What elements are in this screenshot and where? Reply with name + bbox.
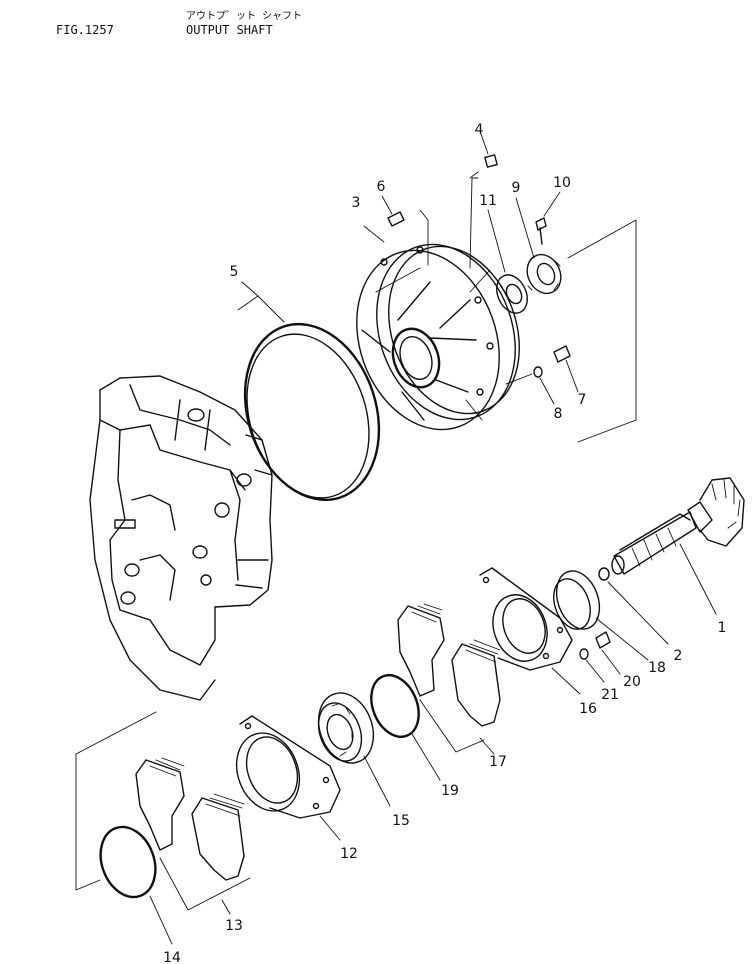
part-15-bearing — [317, 692, 391, 807]
callout-6: 6 — [377, 179, 386, 195]
part-4-plug — [480, 133, 498, 168]
part-2-plug — [598, 567, 669, 645]
callout-20: 20 — [623, 674, 641, 690]
callout-13: 13 — [225, 918, 243, 934]
callout-10: 10 — [553, 175, 571, 191]
part-10-bolt — [535, 191, 561, 245]
part-3-retainer-housing — [356, 209, 520, 431]
part-21-washer — [579, 648, 605, 683]
callout-18: 18 — [648, 660, 666, 676]
callout-11: 11 — [479, 193, 497, 209]
part-12-bearing-cage — [235, 715, 341, 841]
part-6-dowel-pin — [381, 195, 405, 227]
part-13-shim-set — [135, 757, 251, 915]
callout-7: 7 — [578, 392, 587, 408]
callout-8: 8 — [554, 406, 563, 422]
callout-15: 15 — [392, 813, 410, 829]
callout-14: 14 — [163, 950, 181, 964]
transmission-case — [89, 375, 273, 701]
part-18-bearing-cup — [553, 570, 649, 661]
title-japanese: アウトプ゛ット シャフト — [186, 11, 303, 22]
part-14-o-ring — [99, 825, 173, 945]
part-17-shim-set — [397, 603, 501, 755]
figure-number: FIG.1257 — [56, 23, 114, 37]
part-8-washer — [505, 366, 555, 405]
callout-1: 1 — [718, 620, 727, 636]
callout-12: 12 — [340, 846, 358, 862]
part-1-output-shaft — [611, 477, 745, 615]
part-19-o-ring — [370, 674, 441, 781]
part-9-nut — [515, 197, 562, 295]
part-16-bearing-cage — [479, 567, 581, 695]
callout-21: 21 — [601, 687, 619, 703]
callout-4: 4 — [475, 122, 484, 138]
part-5-large-o-ring — [237, 281, 381, 502]
callout-16: 16 — [579, 701, 597, 717]
callout-9: 9 — [512, 180, 521, 196]
callout-19: 19 — [441, 783, 459, 799]
callout-5: 5 — [230, 264, 239, 280]
title-english: OUTPUT SHAFT — [186, 23, 273, 37]
callout-2: 2 — [674, 648, 683, 664]
callout-3: 3 — [352, 195, 361, 211]
callout-labels: 1 2 3 4 5 6 7 8 9 10 11 12 13 14 15 16 1… — [163, 122, 726, 964]
part-11-seal — [487, 209, 528, 314]
callout-17: 17 — [489, 754, 507, 770]
part-7-bolt — [553, 345, 579, 393]
part-20-bolt — [595, 631, 621, 675]
